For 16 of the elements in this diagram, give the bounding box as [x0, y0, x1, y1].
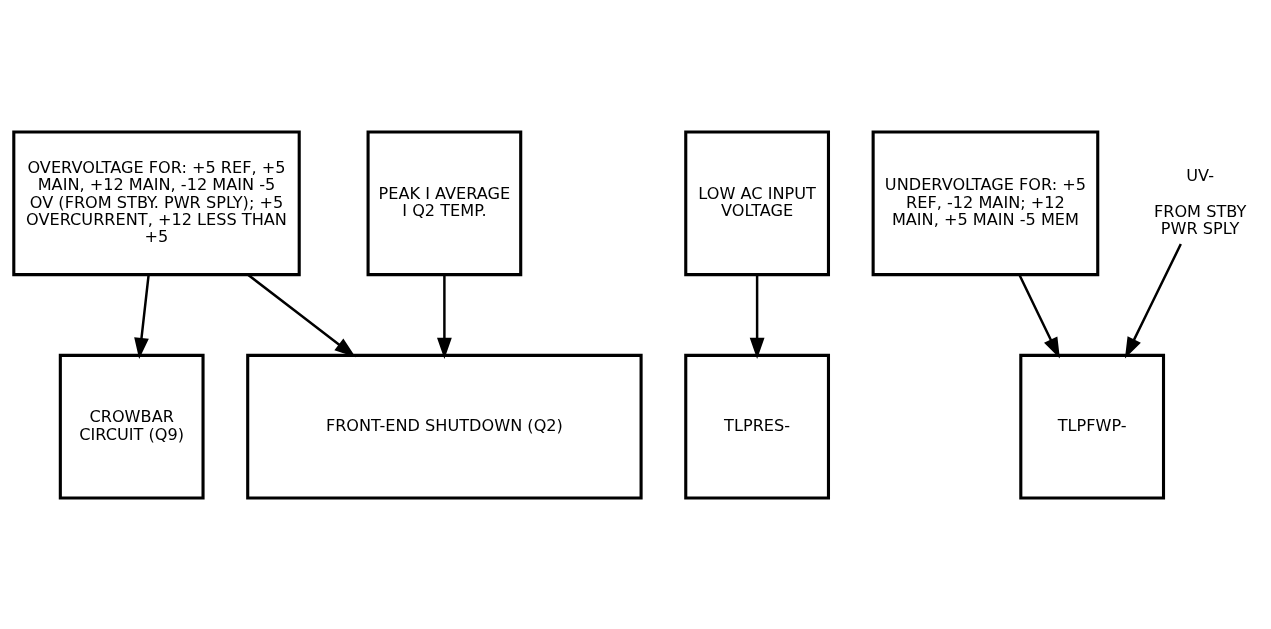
arrow: [1124, 243, 1182, 358]
node-label: FROM STBY PWR SPLY: [1153, 201, 1247, 238]
arrow: [437, 274, 452, 359]
arrow: [1018, 274, 1060, 359]
arrow: [247, 273, 356, 357]
node-box: OVERVOLTAGE FOR: +5 REF, +5 MAIN, +12 MAIN, -12 MAIN -5 OV (FROM STBY. PWR SPLY); +5 OVERCURRENT, +12 LESS THAN +5: [12, 129, 301, 276]
arrow: [749, 274, 765, 359]
node-box: UNDERVOLTAGE FOR: +5 REF, -12 MAIN; +12 MAIN, +5 MAIN -5 MEM: [871, 129, 1100, 276]
node-box: CROWBAR CIRCUIT (Q9): [58, 353, 205, 500]
node-box: TLPRES-: [684, 353, 830, 500]
node-box: FRONT-END SHUTDOWN (Q2): [246, 353, 643, 500]
node-box: LOW AC INPUT VOLTAGE: [684, 129, 830, 276]
node-box: TLPFWP-: [1019, 353, 1166, 500]
node-box: PEAK I AVERAGE I Q2 TEMP.: [366, 129, 523, 276]
node-text: UV-: [1186, 165, 1214, 185]
arrow: [134, 274, 150, 359]
